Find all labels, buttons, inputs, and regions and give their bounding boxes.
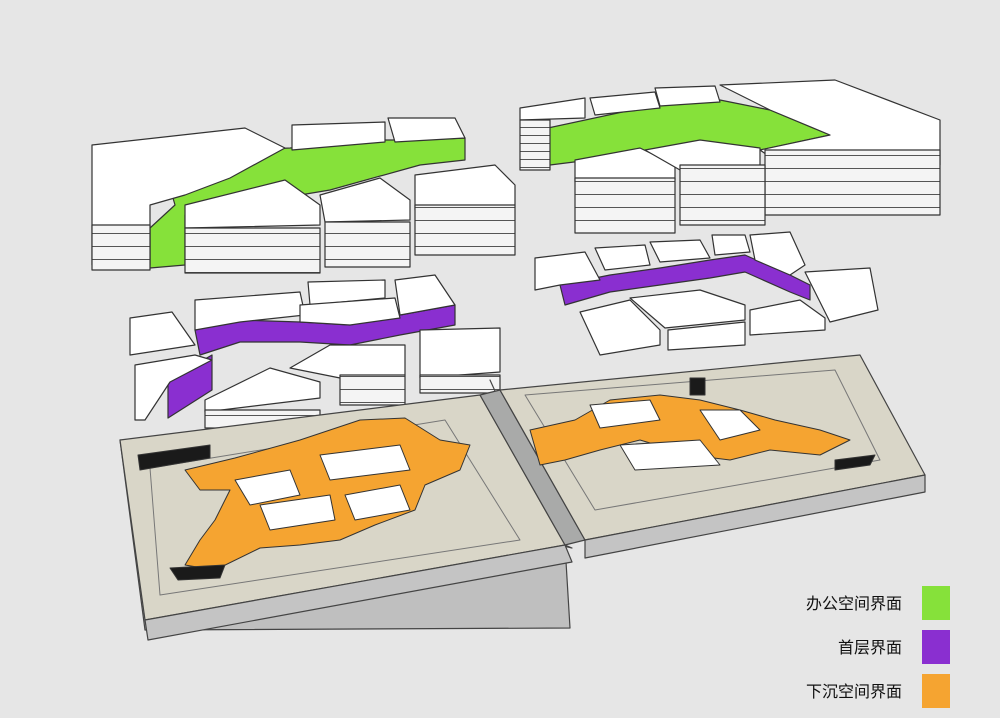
building-top: [594, 244, 651, 271]
building-side: [324, 221, 411, 268]
building-top: [289, 344, 406, 379]
building-top: [579, 299, 661, 356]
building-top: [134, 354, 213, 421]
building-top: [299, 297, 401, 326]
building-top: [291, 121, 386, 151]
left-office-layer: [91, 117, 516, 274]
legend-item-ground: 首层界面: [790, 630, 950, 664]
building-side: [339, 374, 406, 406]
building-side: [574, 177, 676, 234]
legend-label-ground: 首层界面: [837, 638, 902, 657]
building-side: [414, 204, 516, 256]
building-side: [679, 164, 766, 226]
right-office-layer: [519, 79, 941, 234]
building-top: [307, 279, 386, 306]
left-ground-layer: [129, 274, 501, 429]
building-top: [394, 274, 456, 316]
dark-opening: [834, 454, 876, 471]
dark-opening: [169, 564, 226, 581]
dark-opening: [137, 444, 211, 471]
sunken-layer: [137, 377, 876, 581]
building-top: [204, 367, 321, 413]
building-top: [194, 291, 306, 331]
left-sunken-block: [259, 494, 336, 531]
dark-opening: [689, 377, 706, 396]
building-side: [419, 374, 501, 394]
left-sunken-block: [344, 484, 411, 521]
building-top: [649, 239, 711, 263]
building-top: [414, 164, 516, 211]
base-platforms: [119, 354, 926, 641]
legend-item-office: 办公空间界面: [790, 586, 950, 620]
building-top: [419, 327, 501, 379]
left-base-front: [144, 544, 573, 641]
inner-court-outline: [524, 369, 881, 511]
legend-swatch-sunken: [922, 674, 950, 708]
building-top: [749, 231, 806, 276]
legend-label-sunken: 下沉空间界面: [805, 682, 902, 701]
building-top: [711, 234, 751, 256]
building-top: [629, 289, 746, 329]
building-side: [91, 224, 151, 271]
building-top: [644, 139, 761, 171]
building-top: [184, 179, 321, 229]
right-ground-purple-interface: [559, 254, 811, 306]
legend-swatch-ground: [922, 630, 950, 664]
building-top: [667, 321, 746, 351]
right-sunken-block: [619, 439, 721, 471]
left-sunken-block: [319, 444, 411, 481]
building-top: [387, 117, 466, 143]
right-ground-layer: [534, 231, 879, 356]
left-sunken-block: [234, 469, 301, 506]
legend-label-office: 办公空间界面: [805, 594, 902, 613]
right-base-front: [584, 474, 926, 559]
building-side: [764, 149, 941, 216]
right-sunken-block: [699, 409, 761, 441]
building-top: [519, 97, 586, 121]
building-side: [184, 227, 321, 274]
building-top: [129, 311, 196, 356]
building-top: [534, 251, 601, 291]
legend-item-sunken: 下沉空间界面: [790, 674, 950, 708]
right-sunken-block: [589, 399, 661, 429]
building-top: [654, 85, 721, 107]
building-top: [749, 299, 826, 336]
building-top: [804, 267, 879, 323]
building-side: [519, 119, 551, 171]
legend-swatch-office: [922, 586, 950, 620]
legend: 办公空间界面 首层界面 下沉空间界面: [790, 586, 950, 718]
building-top: [319, 177, 411, 223]
building-top: [589, 91, 661, 116]
